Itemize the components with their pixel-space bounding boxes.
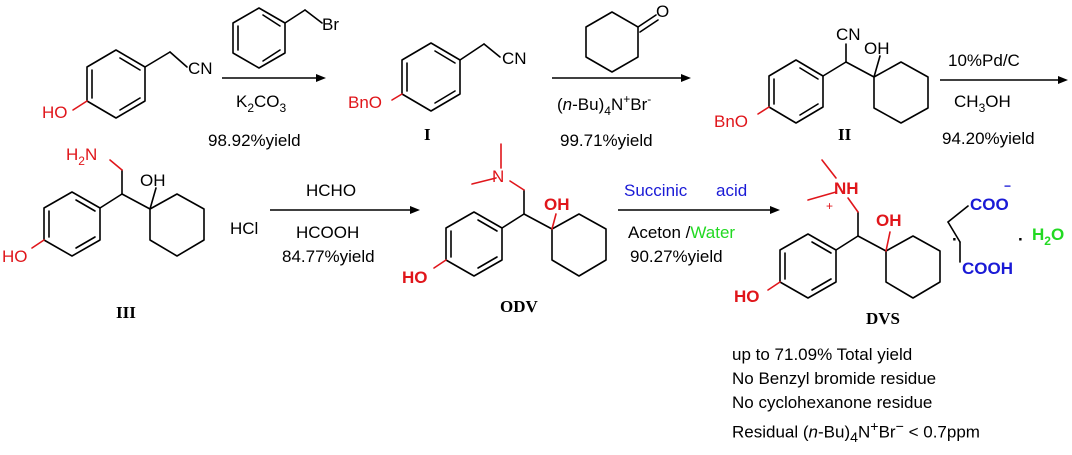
arrow-step5: Succinic acid Aceton /Water 90.27%yield <box>618 181 780 266</box>
step3-yield: 94.20%yield <box>942 129 1035 148</box>
DVS-dot-2: · <box>1018 230 1024 249</box>
benzyl-bromide-br: Br <box>322 15 339 34</box>
III-hcl-label: HCl <box>230 219 258 238</box>
step5-solvent: Aceton /Water <box>628 223 735 242</box>
step2-yield: 99.71%yield <box>560 131 653 150</box>
starting-material: HO CN <box>42 49 213 122</box>
label-compound-II: II <box>838 125 852 144</box>
sm-cn-label: CN <box>188 59 213 78</box>
II-bno-label: BnO <box>714 112 748 131</box>
compound-DVS: NH + OH HO · COO − COOH · H2O DVS <box>734 159 1064 328</box>
ODV-n-label: N <box>492 167 504 186</box>
label-compound-III: III <box>116 303 136 322</box>
step4-yield: 84.77%yield <box>282 247 375 266</box>
DVS-dot-1: · <box>952 230 958 249</box>
process-notes: up to 71.09% Total yield No Benzyl bromi… <box>732 343 980 450</box>
note-residual-catalyst: Residual (n-Bu)4N+Br− < 0.7ppm <box>732 419 980 447</box>
DVS-nh-label: NH <box>834 179 859 198</box>
step3-solvent: CH3OH <box>954 92 1011 115</box>
step4-reagent-top: HCHO <box>306 181 356 200</box>
compound-III: H2N OH HO HCl III <box>2 145 258 322</box>
step4-reagent-bottom: HCOOH <box>296 223 359 242</box>
I-cn-label: CN <box>502 49 527 68</box>
compound-ODV: N OH HO ODV <box>402 143 607 316</box>
label-compound-ODV: ODV <box>500 297 539 316</box>
sm-ho-label: HO <box>42 103 68 122</box>
arrow-step1: K2CO3 98.92%yield <box>208 74 326 150</box>
III-ho-label: HO <box>2 247 28 266</box>
step3-catalyst: 10%Pd/C <box>948 51 1020 70</box>
arrow-step2: (n-Bu)4N+Br- 99.71%yield <box>552 74 691 150</box>
step1-yield: 98.92%yield <box>208 131 301 150</box>
I-bno-label: BnO <box>348 93 382 112</box>
III-oh-label: OH <box>140 171 166 190</box>
DVS-plus-label: + <box>826 199 833 213</box>
ketone-o-label: O <box>656 2 669 21</box>
step2-reagent: (n-Bu)4N+Br- <box>557 92 651 118</box>
cyclohexanone: O <box>585 2 669 73</box>
arrow-step4: HCHO HCOOH 84.77%yield <box>270 181 420 266</box>
label-compound-I: I <box>424 125 431 144</box>
II-oh-label: OH <box>864 39 890 58</box>
DVS-h2o-label: H2O <box>1032 225 1064 248</box>
benzyl-bromide: Br <box>232 7 339 69</box>
ODV-oh-label: OH <box>544 195 570 214</box>
step5-reagent-succinic: Succinic <box>624 181 688 200</box>
compound-I: BnO CN I <box>348 42 527 144</box>
step1-reagent: K2CO3 <box>236 92 287 115</box>
note-benzyl-bromide: No Benzyl bromide residue <box>732 369 937 388</box>
note-total-yield: up to 71.09% Total yield <box>732 345 913 364</box>
III-h2n-label: H2N <box>66 145 97 168</box>
step5-yield: 90.27%yield <box>630 247 723 266</box>
DVS-ho-label: HO <box>734 287 760 306</box>
DVS-cooh-label: COOH <box>962 259 1013 278</box>
compound-II: CN OH BnO II <box>714 25 929 144</box>
DVS-coo-minus: − <box>1004 179 1011 193</box>
II-cn-label: CN <box>836 25 861 44</box>
ODV-ho-label: HO <box>402 268 428 287</box>
note-cyclohexanone: No cyclohexanone residue <box>732 393 933 412</box>
DVS-oh-label: OH <box>876 211 902 230</box>
label-compound-DVS: DVS <box>866 309 900 328</box>
DVS-coo-label: COO <box>970 195 1009 214</box>
step5-reagent-acid: acid <box>716 181 747 200</box>
arrow-step3: 10%Pd/C CH3OH 94.20%yield <box>940 51 1068 148</box>
